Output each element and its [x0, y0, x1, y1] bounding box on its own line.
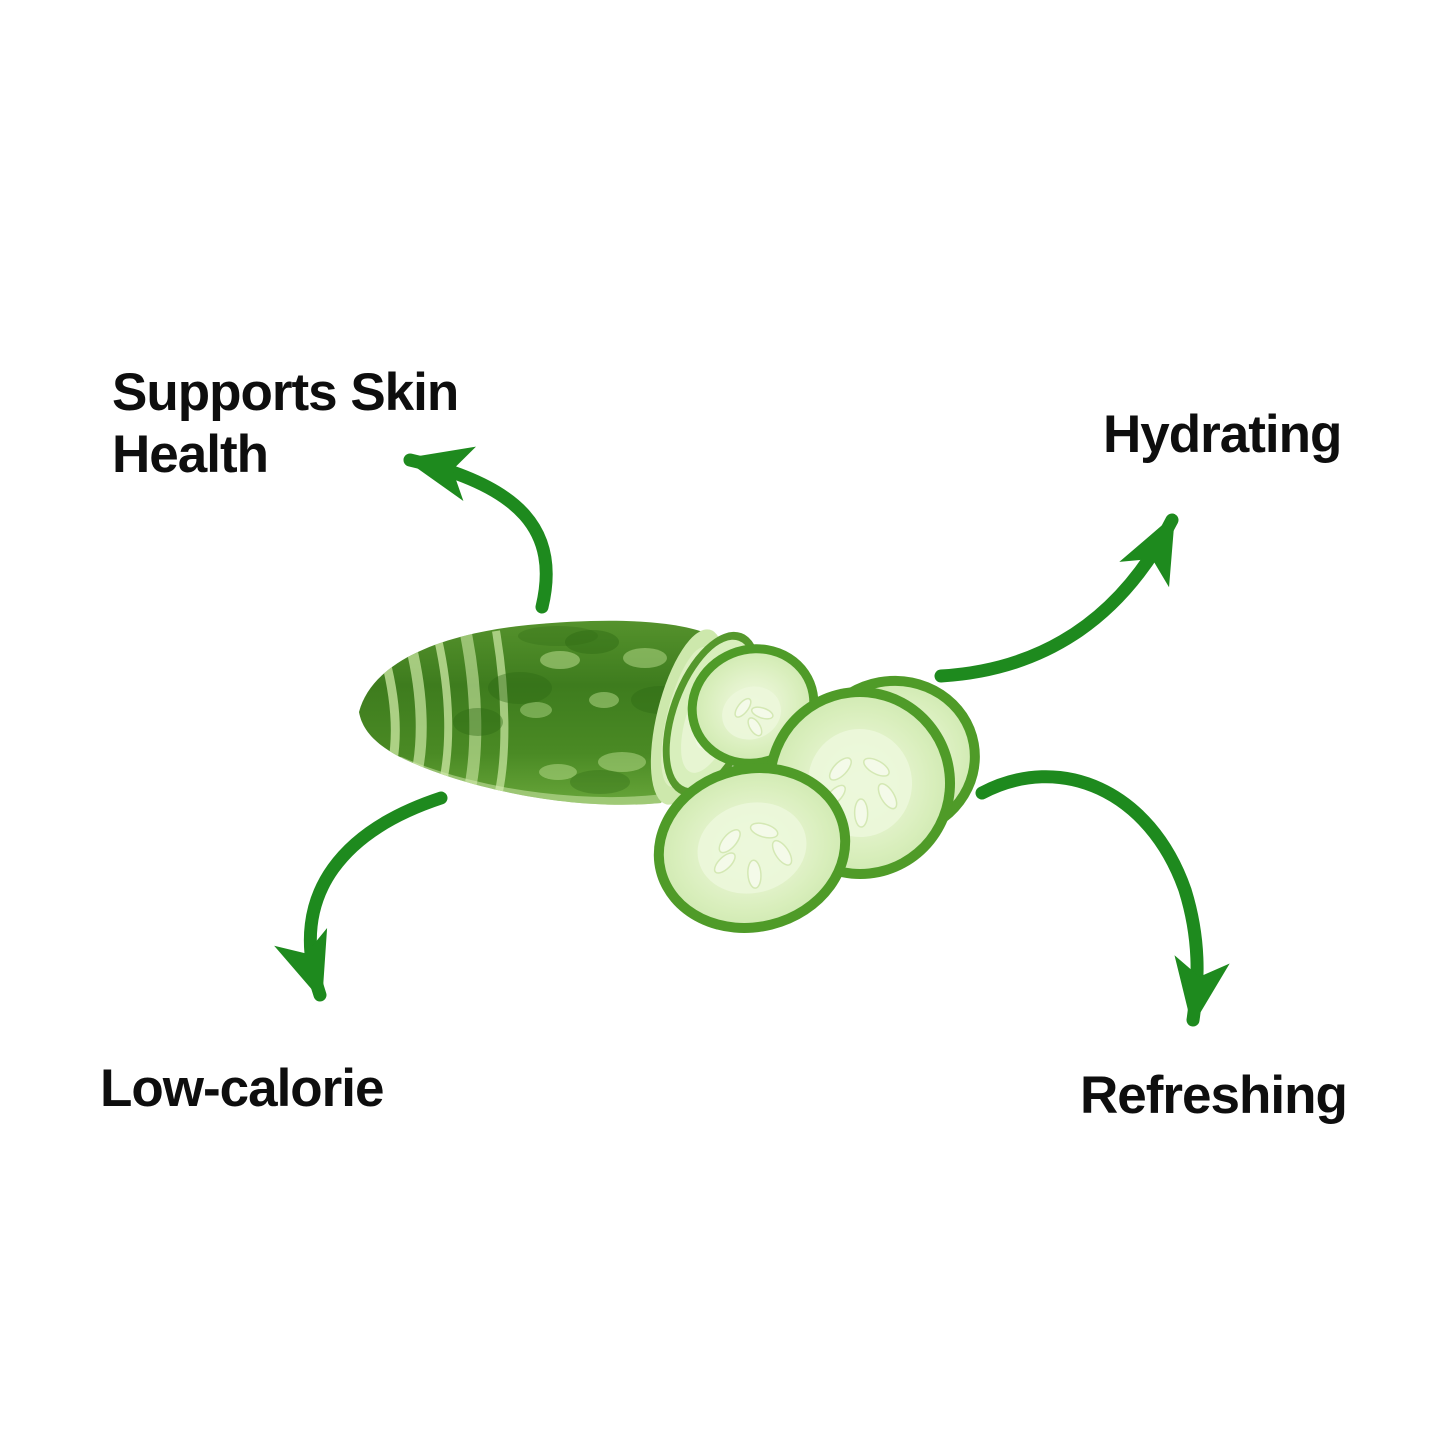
cucumber-photo [359, 620, 980, 933]
arrow-bottom-right-icon [975, 770, 1230, 1027]
label-low-calorie: Low-calorie [100, 1059, 385, 1118]
label-refreshing: Refreshing [1080, 1066, 1348, 1125]
arrow-bottom-left-icon [274, 791, 448, 1002]
label-hydrating: Hydrating [1103, 405, 1342, 464]
cucumber-slice [653, 763, 851, 933]
arrow-top-left-icon [403, 446, 553, 614]
label-supports-skin-health: Supports Skin Health [112, 363, 459, 484]
arrow-top-right-icon [934, 513, 1179, 683]
